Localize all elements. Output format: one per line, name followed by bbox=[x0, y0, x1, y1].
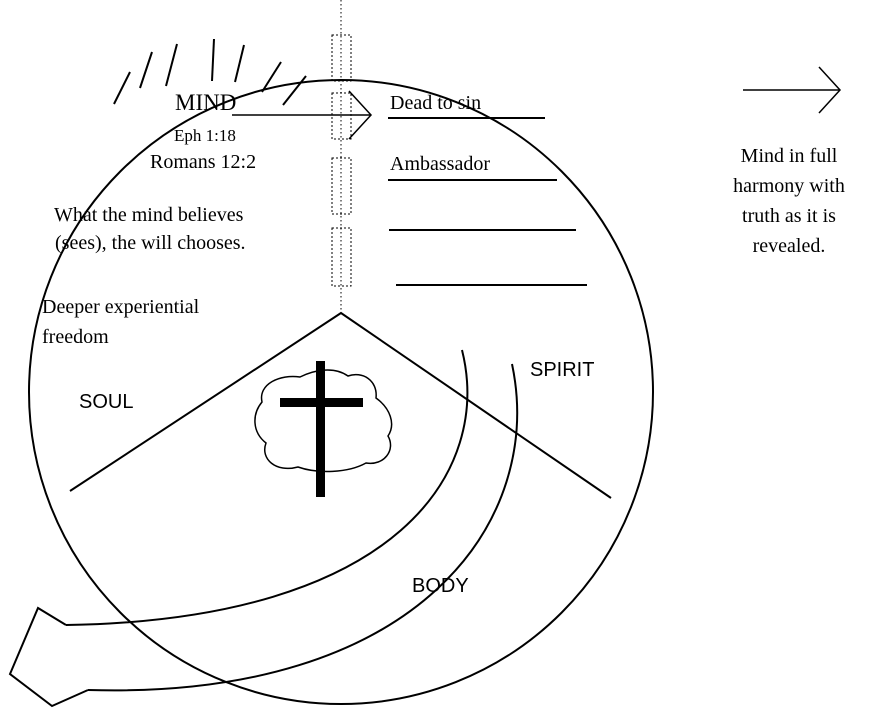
ray bbox=[166, 44, 177, 86]
dashed-box bbox=[332, 158, 351, 214]
belief-line-1: What the mind believes bbox=[54, 204, 244, 226]
ray bbox=[235, 45, 244, 82]
spirit-list-item: Ambassador bbox=[390, 153, 490, 175]
region-label-soul: SOUL bbox=[79, 391, 133, 413]
ray bbox=[140, 52, 152, 88]
region-label-spirit: SPIRIT bbox=[530, 359, 594, 381]
ray bbox=[212, 39, 214, 81]
note-line: truth as it is bbox=[742, 205, 836, 227]
mind-arrow bbox=[232, 91, 371, 139]
harmony-note: Mind in full harmony with truth as it is… bbox=[733, 145, 845, 257]
note-line: harmony with bbox=[733, 175, 845, 197]
mind-ref-eph: Eph 1:18 bbox=[174, 126, 236, 145]
spirit-list-item: Dead to sin bbox=[390, 92, 481, 114]
mind-heading: MIND bbox=[175, 90, 236, 115]
ray bbox=[114, 72, 130, 104]
note-line: Mind in full bbox=[741, 145, 838, 167]
spirit-list: Dead to sin Ambassador bbox=[388, 92, 587, 285]
mind-ref-romans: Romans 12:2 bbox=[150, 151, 256, 173]
cross-vertical bbox=[316, 361, 325, 497]
dashed-box bbox=[332, 35, 351, 81]
ray bbox=[283, 76, 306, 105]
belief-line-2: (sees), the will chooses. bbox=[55, 232, 246, 254]
region-label-body: BODY bbox=[412, 575, 469, 597]
freedom-line-2: freedom bbox=[42, 326, 109, 348]
cross-horizontal bbox=[280, 398, 363, 407]
note-arrow bbox=[743, 67, 840, 113]
note-line: revealed. bbox=[753, 235, 826, 257]
freedom-line-1: Deeper experiential bbox=[42, 296, 200, 318]
